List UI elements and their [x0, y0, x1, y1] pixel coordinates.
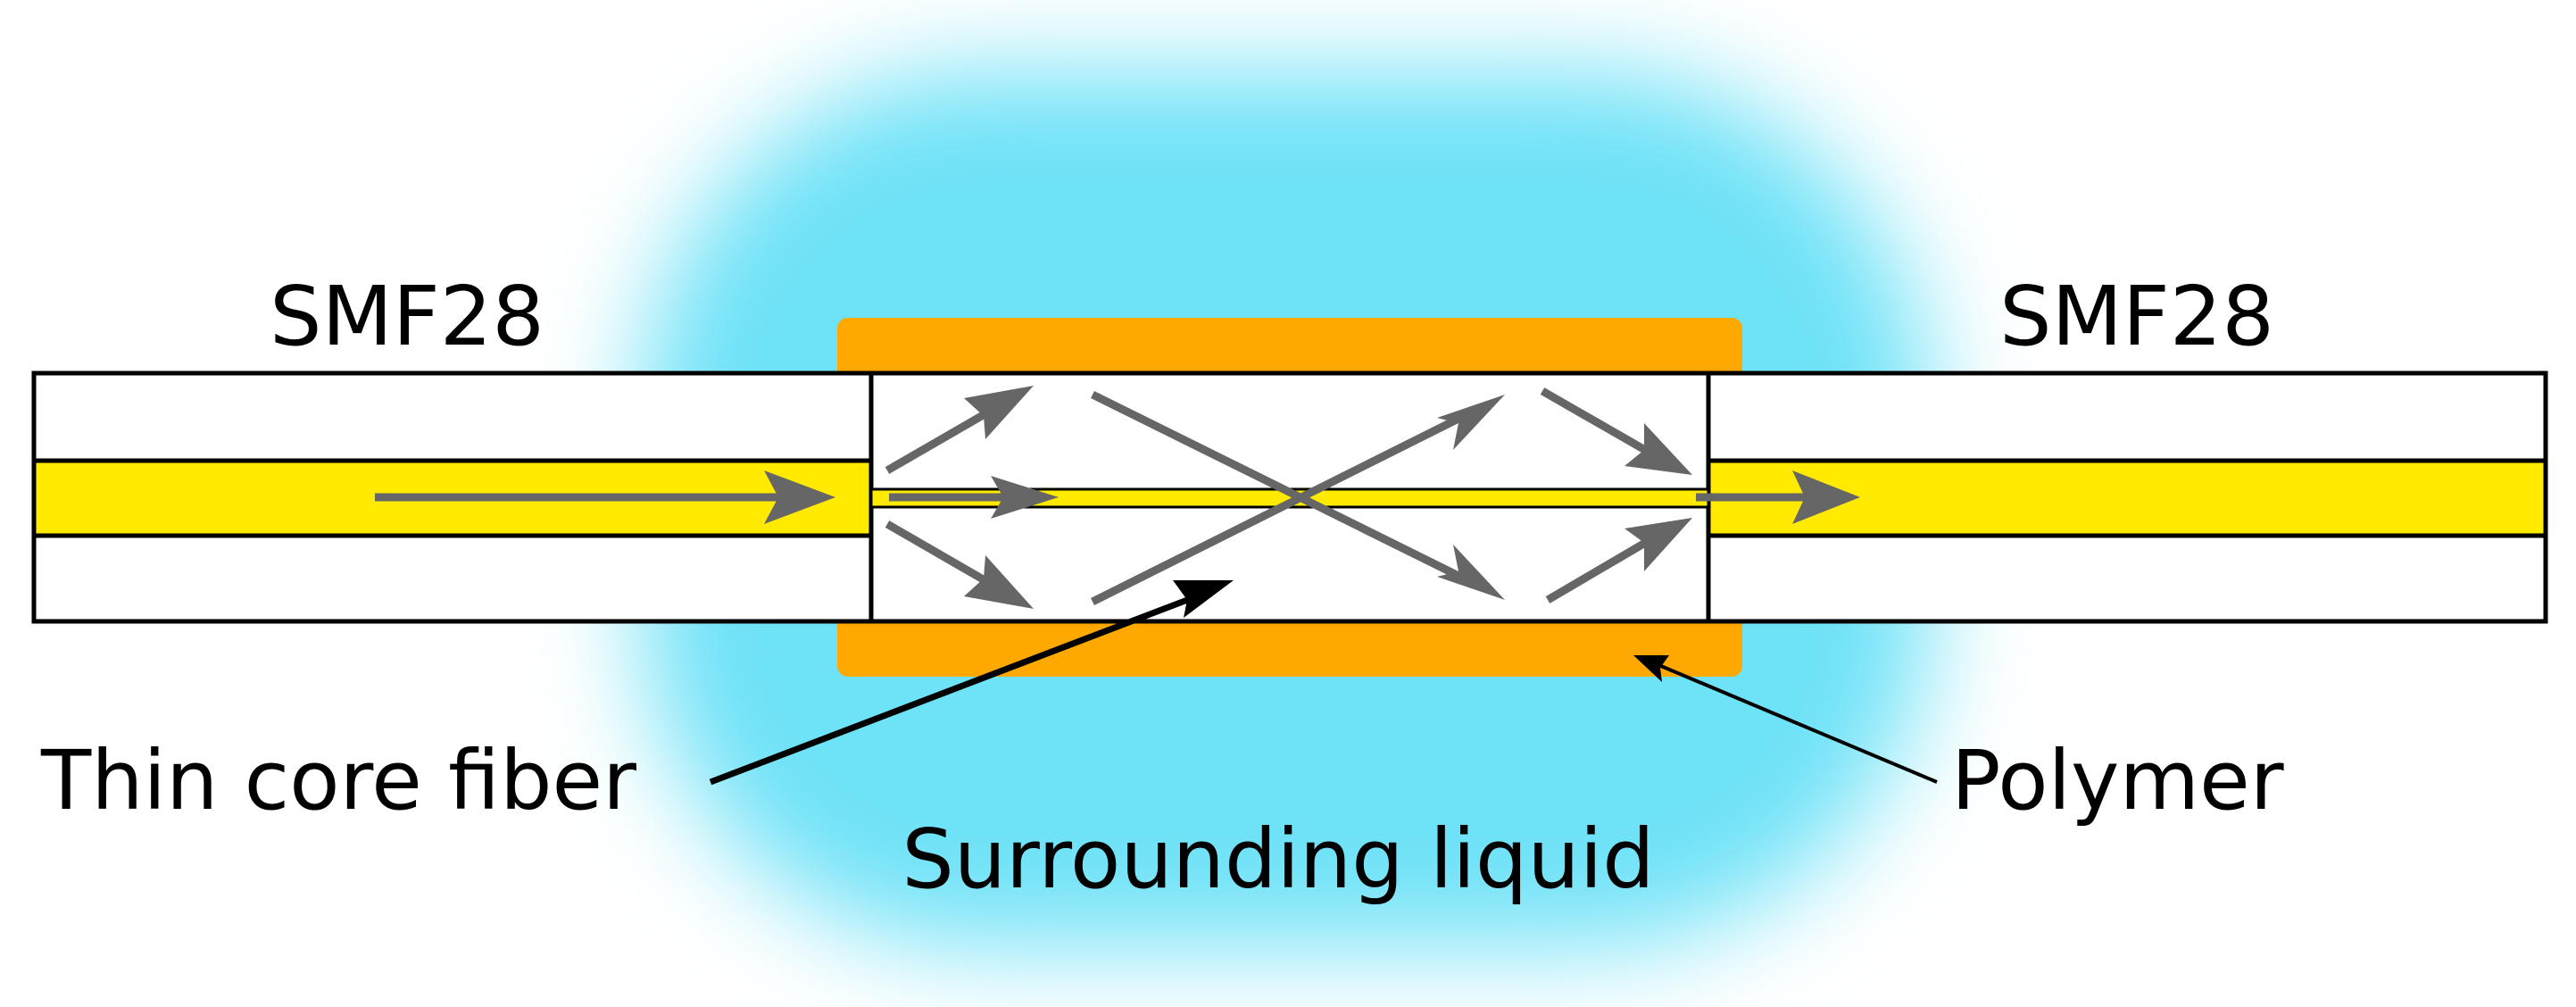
polymer-coating-bottom [837, 607, 1742, 677]
smf28-right-core [1706, 458, 2548, 538]
thin-core-fiber-label: Thin core fiber [40, 733, 636, 828]
polymer-label: Polymer [1951, 733, 2284, 828]
smf28-left-label: SMF28 [270, 269, 544, 364]
polymer-callout [1633, 655, 1938, 784]
light-ray-arrows [375, 386, 1860, 609]
smf28-right-label: SMF28 [1999, 269, 2274, 364]
thin-core-fiber-callout [709, 580, 1234, 786]
surrounding-liquid-label: Surrounding liquid [902, 811, 1654, 907]
